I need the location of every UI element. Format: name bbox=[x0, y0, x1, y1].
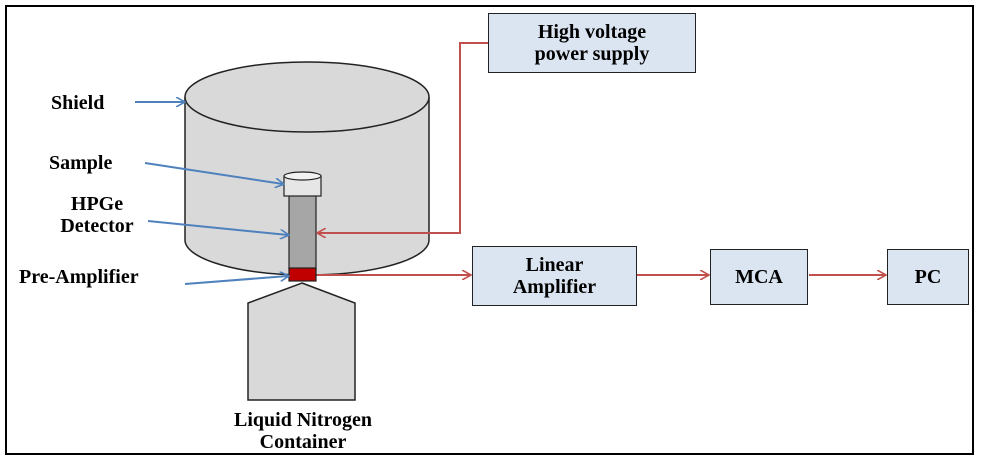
high-voltage-power-supply-box: High voltage power supply bbox=[488, 13, 696, 73]
hv-line1: High voltage bbox=[537, 21, 647, 43]
detector-label-line2: Detector bbox=[60, 215, 134, 237]
pc-box: PC bbox=[887, 249, 969, 305]
ln-label-line1: Liquid Nitrogen bbox=[234, 409, 372, 431]
sample-arrow bbox=[144, 162, 283, 184]
liquid-nitrogen-container bbox=[247, 282, 356, 401]
ln-container-label: Liquid Nitrogen Container bbox=[203, 409, 403, 453]
preamp-arrow bbox=[184, 276, 288, 285]
pre-amplifier-block bbox=[288, 267, 317, 282]
shield-label: Shield bbox=[51, 92, 105, 114]
amp-line2: Amplifier bbox=[512, 276, 597, 298]
ln-label-line2: Container bbox=[259, 431, 347, 453]
sample-label: Sample bbox=[49, 152, 113, 174]
detector-arrow bbox=[147, 220, 288, 235]
hv-line2: power supply bbox=[534, 43, 650, 65]
sample-cup bbox=[283, 171, 322, 197]
detector-label: HPGe Detector bbox=[52, 193, 142, 237]
diagram-frame bbox=[5, 5, 974, 455]
mca-box: MCA bbox=[710, 249, 808, 305]
hpge-detector bbox=[288, 194, 317, 271]
hv-connection bbox=[318, 42, 488, 233]
preamp-label: Pre-Amplifier bbox=[19, 266, 139, 288]
amp-line1: Linear bbox=[525, 254, 584, 276]
detector-label-line1: HPGe bbox=[70, 193, 124, 215]
linear-amplifier-box: Linear Amplifier bbox=[472, 246, 637, 306]
